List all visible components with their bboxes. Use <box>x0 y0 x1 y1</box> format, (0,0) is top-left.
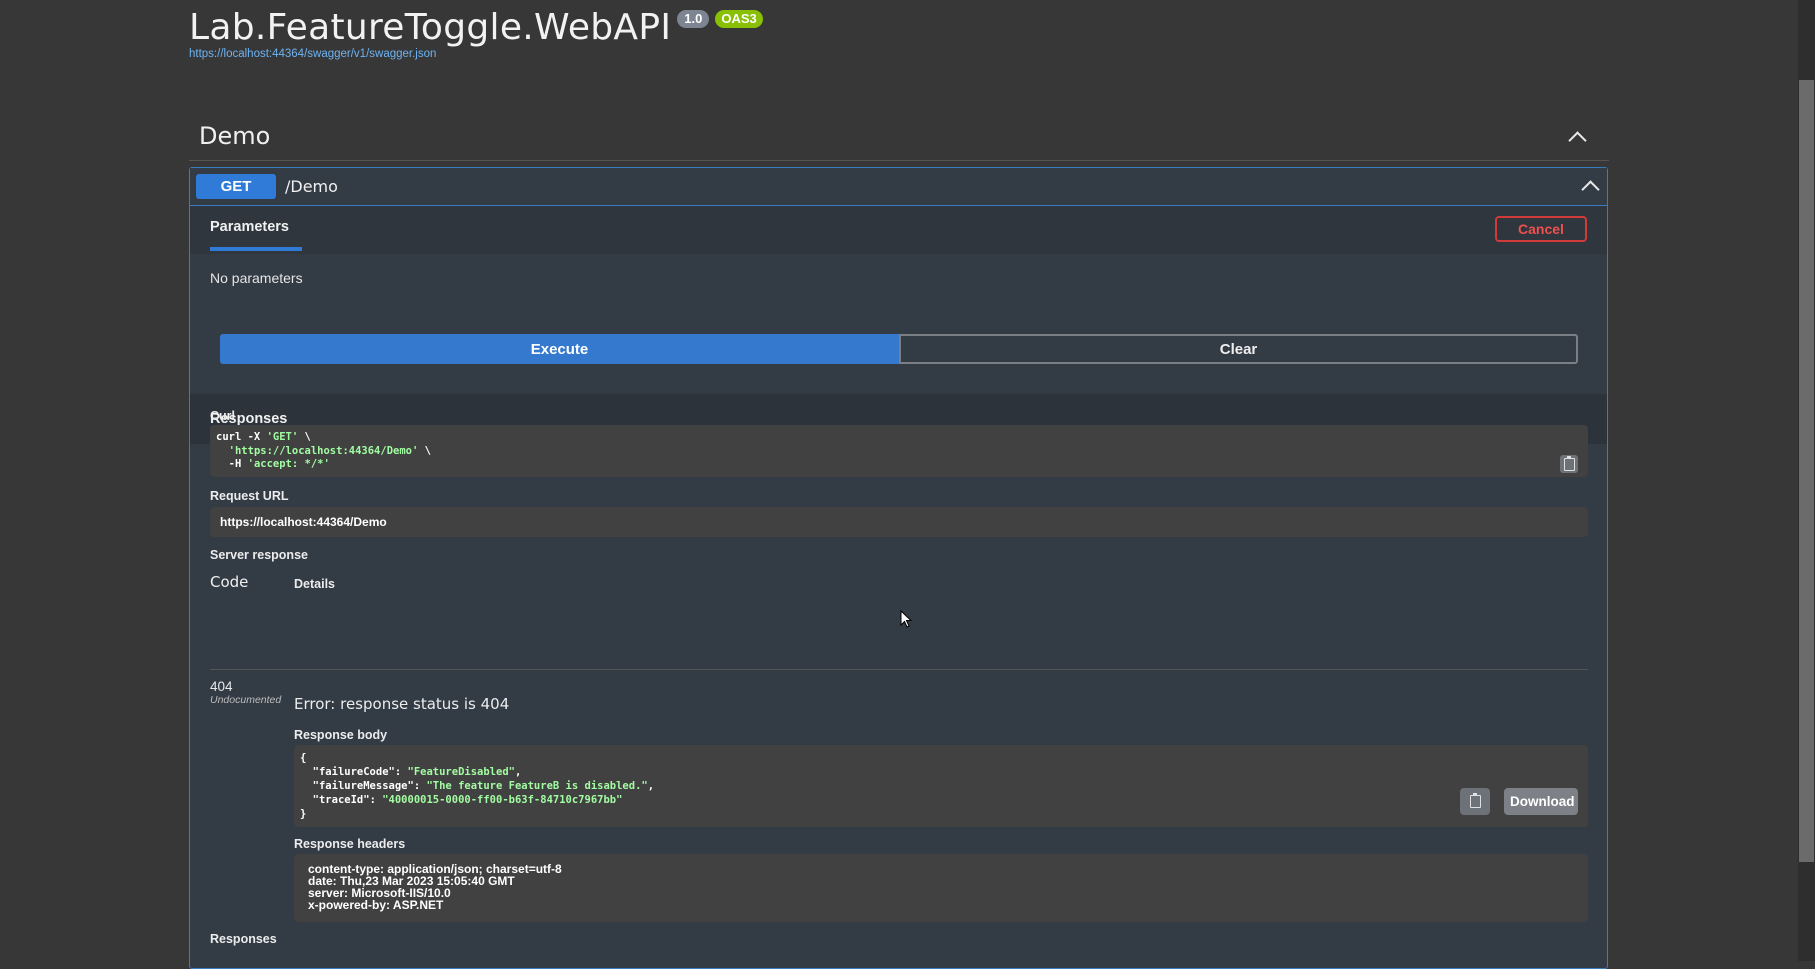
operation-block: GET /Demo Parameters Cancel No parameter… <box>189 167 1608 969</box>
cancel-button[interactable]: Cancel <box>1495 216 1587 242</box>
parameters-bar: Parameters Cancel <box>190 206 1607 254</box>
spec-json-link[interactable]: https://localhost:44364/swagger/v1/swagg… <box>189 48 437 60</box>
execute-button[interactable]: Execute <box>220 334 899 364</box>
api-title-bar: Lab.FeatureToggle.WebAPI 1.0 OAS3 <box>189 6 763 50</box>
server-response-label: Server response <box>210 548 308 562</box>
responses-title: Responses <box>210 411 288 427</box>
response-body-box: { "failureCode": "FeatureDisabled", "fai… <box>294 745 1588 827</box>
error-message: Error: response status is 404 <box>294 695 510 713</box>
response-headers-box: content-type: application/json; charset=… <box>294 854 1588 922</box>
request-url-box: https://localhost:44364/Demo <box>210 507 1588 537</box>
curl-command: curl -X 'GET' \ 'https://localhost:44364… <box>216 431 431 470</box>
response-headers-label: Response headers <box>294 837 406 851</box>
tab-parameters[interactable]: Parameters <box>210 219 302 251</box>
response-headers: content-type: application/json; charset=… <box>308 862 562 912</box>
copy-icon[interactable] <box>1460 788 1490 815</box>
details-column-header: Details <box>294 577 335 591</box>
chevron-up-icon[interactable] <box>1568 131 1587 150</box>
download-button[interactable]: Download <box>1504 788 1578 815</box>
request-url-label: Request URL <box>210 489 289 503</box>
tag-section-header[interactable]: Demo <box>189 118 1609 161</box>
response-body-label: Response body <box>294 728 388 742</box>
operation-summary[interactable]: GET /Demo <box>190 168 1607 206</box>
request-url: https://localhost:44364/Demo <box>220 515 387 529</box>
response-divider <box>210 669 1588 670</box>
curl-box: curl -X 'GET' \ 'https://localhost:44364… <box>210 425 1588 477</box>
responses-label: Responses <box>210 932 277 946</box>
undocumented-note: Undocumented <box>210 694 282 706</box>
curl-label: Curl <box>210 409 235 423</box>
oas-badge: OAS3 <box>715 10 763 28</box>
version-badge: 1.0 <box>677 10 710 28</box>
response-body: { "failureCode": "FeatureDisabled", "fai… <box>300 752 655 820</box>
copy-icon[interactable] <box>1560 455 1578 473</box>
clear-button[interactable]: Clear <box>899 334 1578 364</box>
code-column-header: Code <box>210 573 249 591</box>
scrollbar-thumb[interactable] <box>1799 80 1814 862</box>
vertical-scrollbar[interactable] <box>1798 0 1815 961</box>
operation-path: /Demo <box>285 177 338 196</box>
response-code: 404 <box>210 679 233 694</box>
method-badge: GET <box>196 174 276 199</box>
tag-name: Demo <box>199 122 271 150</box>
no-parameters-text: No parameters <box>210 270 303 286</box>
execute-wrapper: Execute Clear <box>220 334 1578 364</box>
api-title: Lab.FeatureToggle.WebAPI <box>189 7 672 48</box>
chevron-up-icon[interactable] <box>1581 180 1600 199</box>
